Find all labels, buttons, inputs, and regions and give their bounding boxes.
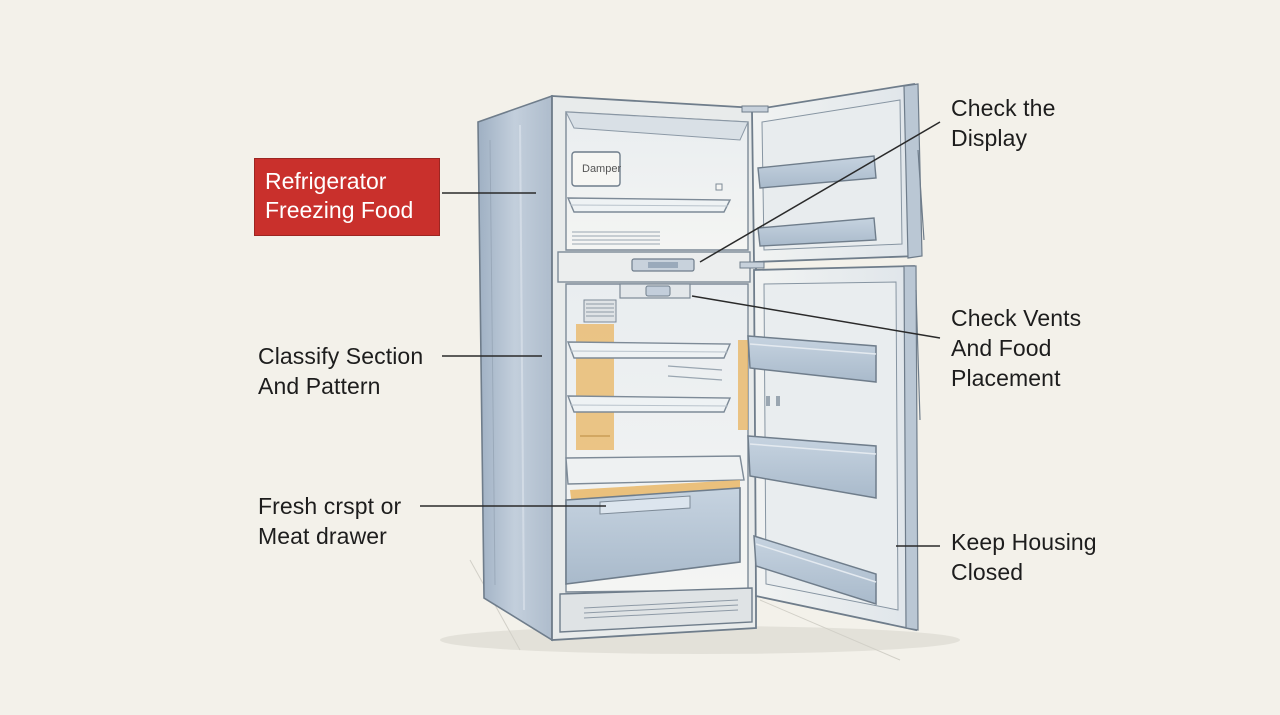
svg-text:Damper: Damper [582,163,621,175]
damper-box: Damper [571,151,621,187]
callout-check-vents-line3: Placement [951,365,1061,391]
callout-keep-housing: Keep Housing Closed [951,527,1097,587]
callout-check-vents-line2: And Food [951,335,1052,361]
cabinet-side-panel [477,94,553,642]
leader-check-display [699,121,941,263]
callout-keep-housing-line1: Keep Housing [951,529,1097,555]
callout-check-display-line2: Display [951,125,1028,151]
callout-check-display: Check the Display [951,93,1055,153]
callout-fresh-drawer: Fresh crspt or Meat drawer [258,491,401,551]
freezer-door [739,82,925,269]
callout-fresh-drawer-line1: Fresh crspt or [258,493,402,519]
leader-check-vents [691,295,941,339]
callout-check-vents-line1: Check Vents [951,305,1082,331]
fridge-door [738,265,921,632]
callout-fresh-drawer-line2: Meat drawer [258,523,387,549]
callout-check-display-line1: Check the [951,95,1056,121]
callout-classify-section: Classify Section And Pattern [258,341,423,401]
callout-keep-housing-line2: Closed [951,559,1024,585]
cabinet-front [551,95,757,641]
title-badge-line2: Freezing Food [265,197,414,223]
leader-lines [420,121,941,547]
title-badge-line1: Refrigerator [265,168,387,194]
title-badge: Refrigerator Freezing Food [254,158,440,236]
callout-classify-section-line1: Classify Section [258,343,424,369]
callout-check-vents: Check Vents And Food Placement [951,303,1081,393]
callout-classify-section-line2: And Pattern [258,373,381,399]
